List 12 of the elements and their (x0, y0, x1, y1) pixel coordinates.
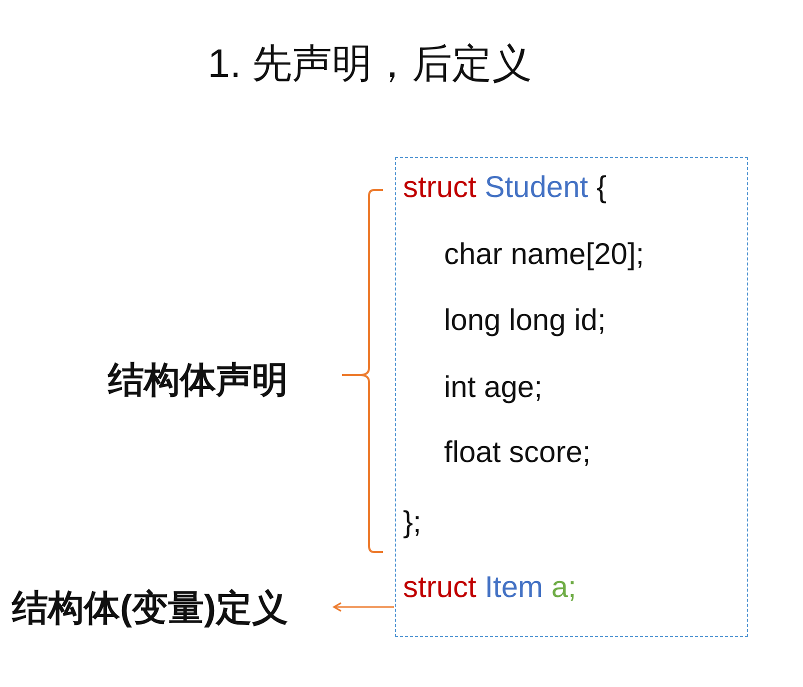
code-line: int age; (444, 370, 542, 406)
code-box (395, 157, 748, 637)
code-line: struct Item a; (403, 570, 576, 606)
code-line: struct Student { (403, 170, 606, 206)
code-line: long long id; (444, 303, 606, 339)
code-line: float score; (444, 435, 591, 471)
code-line: }; (403, 505, 422, 541)
arrow (333, 602, 394, 612)
annotation-text: 结构体(变量)定义 (12, 586, 288, 630)
annotation-text: 结构体声明 (108, 358, 288, 402)
title: 1. 先声明，后定义 (206, 41, 534, 88)
code-line: char name[20]; (444, 237, 644, 273)
